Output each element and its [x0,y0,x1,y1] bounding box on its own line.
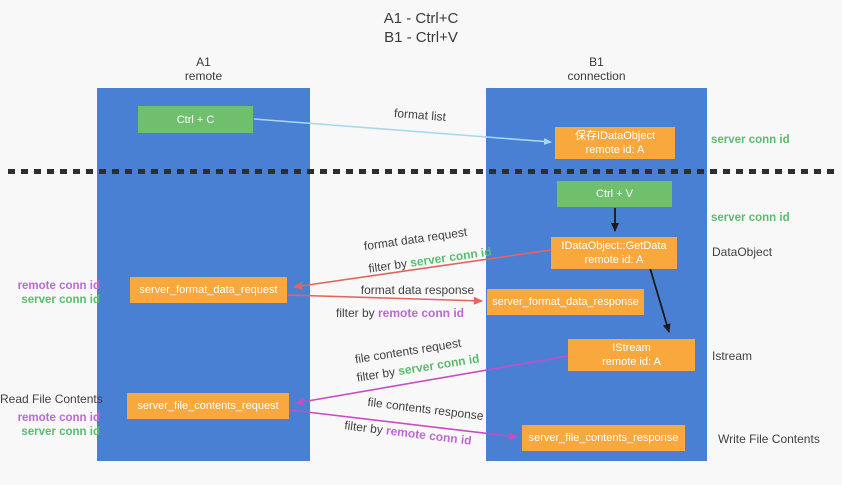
filter-key-remote-conn-id: remote conn id [385,423,473,448]
lane-a1-title: A1 [196,55,211,69]
lane-header-a1: A1 remote [97,55,310,83]
node-istream: IStream remote id: A [568,339,695,371]
diagram-title: A1 - Ctrl+C B1 - Ctrl+V [0,9,842,47]
edge-label-format-list: format list [393,105,447,125]
filter-prefix: filter by [335,306,378,320]
lane-a1-subtitle: remote [184,69,223,83]
node-ctrl-c: Ctrl + C [138,106,253,133]
label-server-conn-id-mid-right: server conn id [711,212,790,224]
edge-label-file-contents-response: file contents response [366,394,485,424]
filter-key-remote-conn-id: remote conn id [378,306,465,320]
node-save-dataobject-line2: remote id: A [585,144,645,156]
node-format-response: server_format_data_response [487,289,644,315]
node-format-request-label: server_format_data_request [139,284,278,296]
label-server-conn-id-top-left: server conn id [21,294,100,306]
node-file-request-label: server_file_contents_request [137,400,279,412]
label-remote-conn-id-bottom-left: remote conn id [17,412,100,424]
node-getdata-line1: IDataObject::GetData [561,240,667,252]
filter-prefix: filter by [343,418,388,438]
filter-prefix: filter by [367,255,412,276]
node-ctrl-v-label: Ctrl + V [596,188,633,200]
node-istream-line2: remote id: A [602,356,661,368]
edge-label-format-data-response: format data response [360,283,475,297]
filter-prefix: filter by [355,364,400,385]
node-file-response: server_file_contents_response [522,425,685,451]
node-file-response-label: server_file_contents_response [528,432,679,444]
label-istream: Istream [712,349,753,363]
node-save-dataobject-line1: 保存IDataObject [574,130,656,142]
label-server-conn-id-top-right: server conn id [711,134,790,146]
node-format-response-label: server_format_data_response [492,296,639,308]
label-dataobject: DataObject [712,245,773,259]
node-format-request: server_format_data_request [130,277,287,303]
title-line-1: A1 - Ctrl+C [383,10,459,27]
lane-b1-subtitle: connection [567,69,626,83]
label-write-file-contents: Write File Contents [718,432,820,446]
node-ctrl-v: Ctrl + V [557,181,672,207]
node-getdata: IDataObject::GetData remote id: A [551,237,677,269]
node-file-request: server_file_contents_request [127,393,289,419]
title-line-2: B1 - Ctrl+V [384,29,458,46]
label-remote-conn-id-top-left: remote conn id [17,280,100,292]
edge-label-format-data-response-filter: filter by remote conn id [330,306,470,320]
dotted-divider [8,169,836,174]
edge-label-file-contents-response-filter: filter by remote conn id [338,418,479,449]
lane-header-b1: B1 connection [486,55,707,83]
node-getdata-line2: remote id: A [584,254,644,266]
node-save-dataobject: 保存IDataObject remote id: A [555,127,675,159]
lane-b1-title: B1 [589,55,604,69]
filter-key-server-conn-id: server conn id [409,244,493,270]
node-ctrl-c-label: Ctrl + C [176,113,215,126]
label-read-file-contents: Read File Contents [0,392,103,406]
label-server-conn-id-bottom-left: server conn id [21,426,100,438]
node-istream-line1: IStream [612,342,651,354]
